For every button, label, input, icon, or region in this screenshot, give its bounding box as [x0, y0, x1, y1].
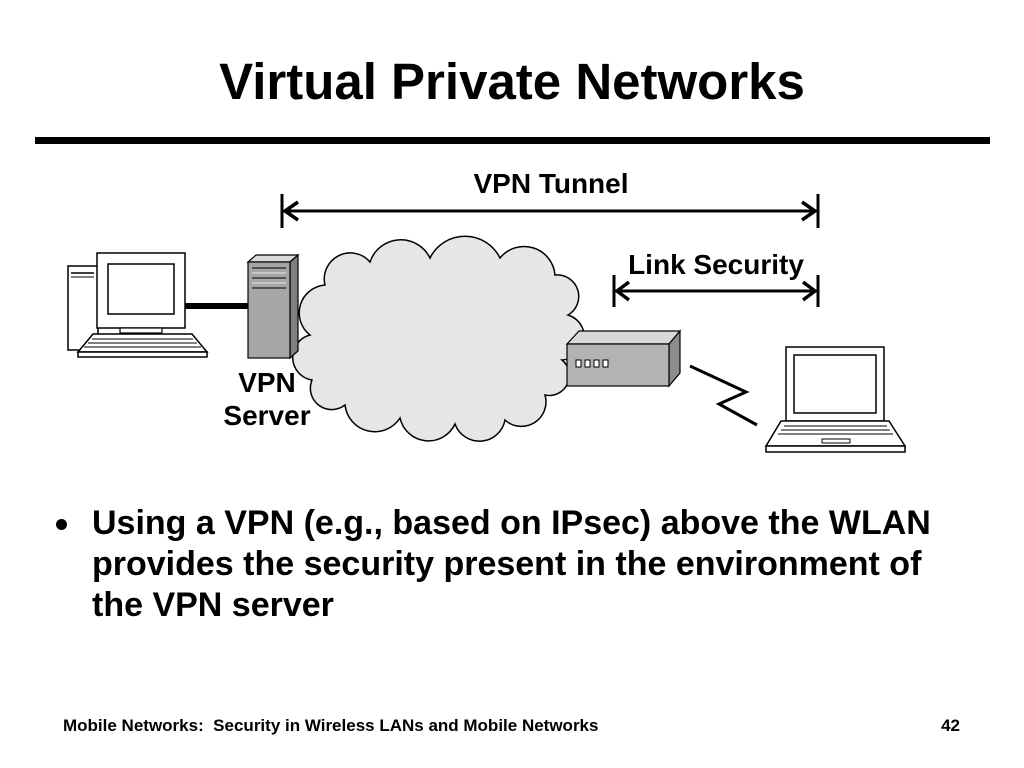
access-point-front [566, 343, 670, 387]
laptop-touchpad [821, 438, 851, 444]
link-security-left-head [614, 280, 631, 302]
internet-cloud [291, 235, 586, 442]
link-security-arrow [612, 275, 820, 307]
access-point-led [584, 359, 591, 368]
laptop-screen [793, 354, 877, 414]
title-rule [35, 137, 990, 144]
vpn-network-diagram: VPN Tunnel Link Security [67, 168, 907, 453]
laptop [764, 346, 907, 453]
access-point-led [593, 359, 600, 368]
desktop-monitor-screen [107, 263, 175, 315]
vpn-tunnel-left-head [281, 200, 299, 222]
bullet-dot [56, 519, 67, 530]
access-point [565, 329, 682, 388]
desktop-computer [67, 252, 209, 358]
vpn-server-side [289, 253, 299, 360]
vpn-server-label-line2: Server [223, 400, 310, 431]
vpn-tunnel-label: VPN Tunnel [473, 168, 628, 199]
footer-text: Mobile Networks: Security in Wireless LA… [63, 716, 599, 735]
vpn-tunnel-arrow [280, 194, 820, 228]
desktop-keyboard [76, 333, 209, 358]
wireless-link-bolt [689, 364, 758, 427]
bullet-text: Using a VPN (e.g., based on IPsec) above… [92, 504, 931, 624]
desktop-monitor [96, 252, 186, 334]
vpn-server-label-line1: VPN [238, 367, 296, 398]
desktop-monitor-stand [119, 327, 163, 334]
laptop-base-front [765, 445, 906, 453]
link-security-right-head [801, 280, 818, 302]
access-point-led [602, 359, 609, 368]
vpn-server-front [247, 261, 291, 359]
access-point-led [575, 359, 582, 368]
slide-title: Virtual Private Networks [219, 53, 805, 110]
page-number: 42 [941, 716, 960, 735]
vpn-server [246, 253, 300, 360]
access-point-top [565, 330, 682, 345]
link-security-label: Link Security [628, 249, 804, 280]
vpn-tunnel-right-head [801, 200, 819, 222]
desktop-keyboard-front [77, 351, 208, 358]
